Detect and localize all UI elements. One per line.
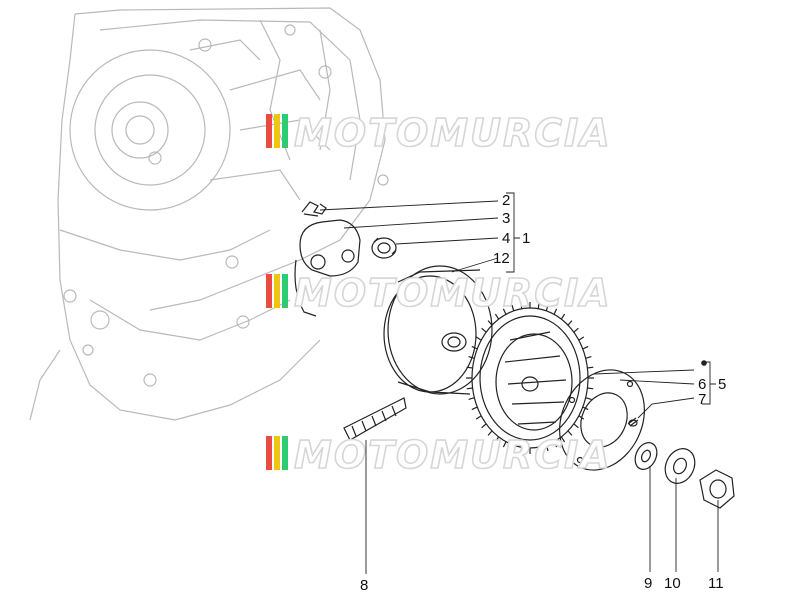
drive-belt bbox=[343, 397, 407, 441]
nut bbox=[699, 469, 735, 509]
callout-4: 4 bbox=[502, 230, 510, 247]
callout-11: 11 bbox=[708, 575, 724, 592]
callout-7: 7 bbox=[698, 391, 706, 408]
callout-2: 2 bbox=[502, 192, 510, 209]
callout-8: 8 bbox=[360, 577, 368, 594]
screw bbox=[627, 417, 639, 427]
watermark-text: MOTOMURCIA bbox=[294, 271, 612, 315]
stripe-yellow bbox=[274, 274, 280, 308]
stripe-green bbox=[282, 436, 288, 470]
stripe-red bbox=[266, 274, 272, 308]
stripe-red bbox=[266, 436, 272, 470]
slider-plate bbox=[294, 219, 361, 317]
callout-1: 1 bbox=[522, 230, 530, 247]
callout-labels: 2 3 4 1 12 6 5 7 8 9 10 11 bbox=[360, 192, 726, 594]
watermark: MOTOMURCIA MOTOMURCIA MOTOMURCIA bbox=[266, 110, 612, 478]
bushing bbox=[371, 237, 397, 259]
dot-marker bbox=[701, 360, 707, 366]
callout-10: 10 bbox=[664, 575, 681, 592]
washer bbox=[634, 442, 696, 484]
crankcase-outline bbox=[29, 7, 389, 421]
callout-3: 3 bbox=[502, 210, 510, 227]
callout-12: 12 bbox=[493, 250, 510, 267]
stripe-yellow bbox=[274, 436, 280, 470]
stripe-yellow bbox=[274, 114, 280, 148]
cover-plate bbox=[559, 369, 645, 471]
leader-lines bbox=[319, 192, 719, 574]
fan-pulley bbox=[466, 302, 594, 454]
watermark-text: MOTOMURCIA bbox=[294, 433, 612, 477]
stripe-red bbox=[266, 114, 272, 148]
callout-6: 6 bbox=[698, 376, 706, 393]
callout-5: 5 bbox=[718, 376, 726, 393]
variator-drum bbox=[383, 265, 493, 395]
roller-weight-clip bbox=[301, 201, 327, 217]
callout-9: 9 bbox=[644, 575, 652, 592]
stripe-green bbox=[282, 274, 288, 308]
stripe-green bbox=[282, 114, 288, 148]
watermark-text: MOTOMURCIA bbox=[294, 111, 612, 155]
